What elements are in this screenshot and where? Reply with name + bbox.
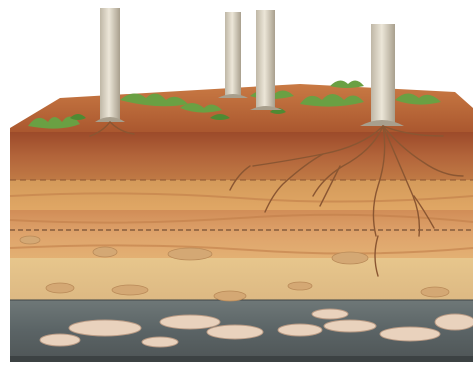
ground-surface (10, 84, 473, 134)
bottom-shadow (10, 356, 473, 362)
tree-2 (218, 12, 248, 98)
upper-subsoil-layer (10, 180, 473, 210)
